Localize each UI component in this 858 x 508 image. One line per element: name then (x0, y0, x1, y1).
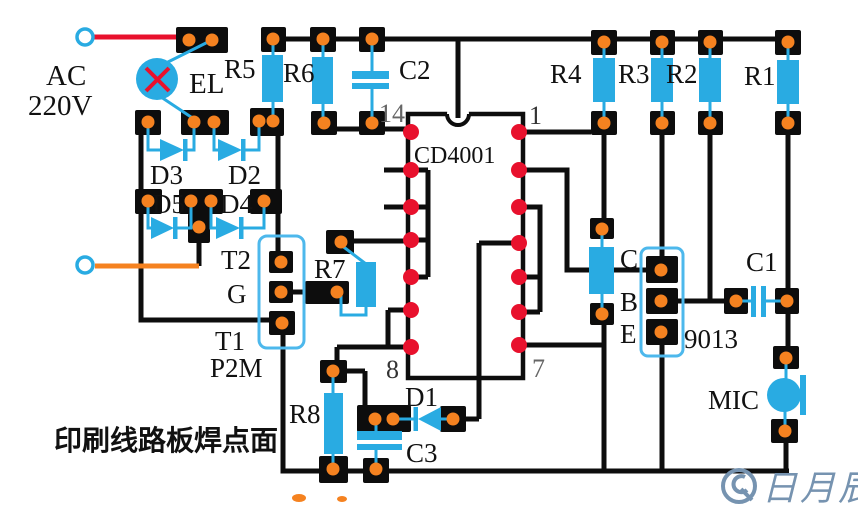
g-label: G (227, 279, 247, 309)
watermark-circle-icon (721, 468, 757, 504)
lamp-x-icon (144, 66, 171, 93)
ic-pin8-label: 8 (386, 355, 399, 384)
capacitors (352, 71, 766, 450)
r8-label: R8 (289, 399, 321, 429)
mic-label: MIC (708, 385, 759, 415)
r1-label: R1 (744, 61, 776, 91)
el-label: EL (189, 68, 224, 100)
labels: AC 220V EL R5 R6 C2 14 1 CD4001 8 7 R4 R… (28, 54, 778, 468)
resistor-r8 (324, 393, 343, 454)
resistor-r7 (356, 262, 376, 307)
r2-label: R2 (666, 59, 698, 89)
diode-d2 (218, 139, 246, 161)
component-mid-resistor (589, 247, 614, 294)
watermark-text: 日月辰 (762, 469, 858, 508)
ac-terminal-top (75, 27, 95, 47)
mic-component (767, 375, 806, 415)
d4-label: D4 (220, 189, 253, 219)
ac-label: AC (46, 60, 86, 92)
ac-terminal-bottom (75, 255, 95, 275)
blue-components (75, 27, 806, 466)
r3-label: R3 (618, 59, 650, 89)
r6-label: R6 (283, 58, 315, 88)
transistor-b-label: B (620, 287, 638, 317)
transistor-c-label: C (620, 244, 638, 274)
ic-pin1-label: 1 (529, 101, 542, 130)
solder-dots (141, 32, 795, 502)
ic-pin-dots (403, 124, 527, 355)
capacitor-c1 (751, 286, 766, 317)
diodes (151, 139, 441, 431)
transistor-outline-box (639, 246, 685, 358)
caption-text: 印刷线路板焊点面 (54, 424, 278, 457)
ic-pin7-label: 7 (532, 354, 545, 383)
triac-outline-box (257, 234, 306, 350)
c2-label: C2 (399, 55, 431, 85)
transistor-e-label: E (620, 319, 637, 349)
watermark-logo: 日月辰 (721, 468, 858, 508)
r5-label: R5 (224, 54, 256, 84)
resistor-r1 (777, 60, 799, 104)
diode-d1 (413, 407, 441, 431)
capacitor-c2 (352, 71, 389, 89)
r4-label: R4 (550, 59, 582, 89)
c1-label: C1 (746, 247, 778, 277)
el-lamp (136, 58, 178, 100)
c3-label: C3 (406, 438, 438, 468)
t1-label: T1 (215, 326, 245, 356)
d1-label: D1 (405, 382, 438, 412)
resistor-r4 (593, 58, 615, 102)
voltage-label: 220V (28, 90, 93, 122)
resistor-r3 (651, 58, 673, 102)
triac-model-label: P2M (210, 353, 263, 383)
d5-label: D5 (152, 189, 185, 219)
resistor-r6 (312, 57, 333, 104)
diode-d5 (151, 217, 178, 239)
component-leads (146, 39, 790, 466)
resistor-r2 (699, 58, 721, 102)
d2-label: D2 (228, 160, 261, 190)
ic-pin14-label: 14 (379, 99, 405, 128)
watermark-swirl-icon (731, 474, 754, 502)
capacitor-c3 (357, 431, 402, 450)
t2-label: T2 (221, 245, 251, 275)
resistor-r5 (262, 55, 283, 102)
diode-d4 (216, 217, 244, 239)
d3-label: D3 (150, 160, 183, 190)
ic-name-label: CD4001 (414, 143, 495, 169)
transistor-model-label: 9013 (684, 324, 738, 354)
diode-d3 (160, 139, 188, 161)
r7-label: R7 (314, 254, 346, 284)
